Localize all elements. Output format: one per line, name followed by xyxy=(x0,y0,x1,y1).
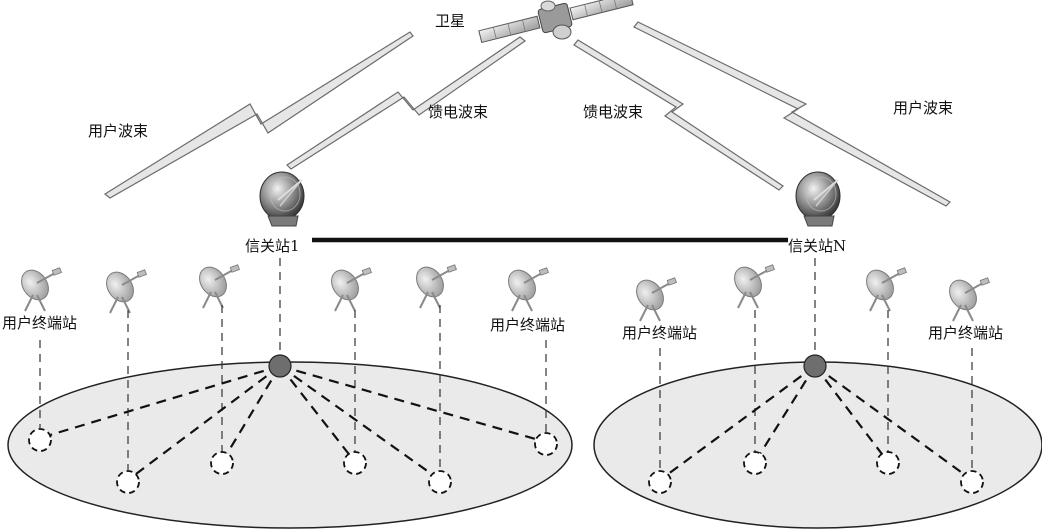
coverage-area-left xyxy=(7,361,573,529)
satellite-icon xyxy=(478,0,634,44)
hub-node-left xyxy=(268,354,292,378)
terminal-node xyxy=(743,451,767,475)
terminal-drop-lines-left xyxy=(39,305,547,470)
user-beam-left xyxy=(103,31,414,199)
terminal-dish-icon xyxy=(192,261,241,309)
terminal-node xyxy=(960,470,984,494)
terminal-label: 用户终端站 xyxy=(622,324,697,342)
terminal-dish-icon xyxy=(727,261,776,309)
user-beam-right xyxy=(633,21,951,207)
terminal-node xyxy=(876,451,900,475)
terminal-node xyxy=(648,470,672,494)
gateway-n-label: 信关站N xyxy=(788,237,846,255)
terminal-drop-lines-right xyxy=(659,310,973,470)
terminal-node xyxy=(343,451,367,475)
terminal-dish-icon xyxy=(14,264,63,312)
hub-links-left xyxy=(39,364,547,481)
terminal-node xyxy=(534,432,558,456)
hub-links-right xyxy=(659,365,973,481)
feeder-beam-left-label: 馈电波束 xyxy=(428,103,488,121)
terminal-dish-icon xyxy=(942,274,991,322)
terminal-node xyxy=(210,451,234,475)
coverage-area-right xyxy=(593,361,1042,529)
feeder-beam-right-label: 馈电波束 xyxy=(583,103,643,121)
terminal-node xyxy=(428,470,452,494)
terminal-dish-icon xyxy=(99,266,148,314)
user-beam-right-label: 用户波束 xyxy=(893,99,953,117)
gateway-1-dish-icon xyxy=(259,171,305,227)
terminal-label: 用户终端站 xyxy=(2,314,77,332)
terminal-label: 用户终端站 xyxy=(490,316,565,334)
terminal-dish-icon xyxy=(859,264,908,312)
feeder-beam-left xyxy=(286,36,527,170)
terminal-dish-icon xyxy=(501,264,550,312)
gateway-n-dish-icon xyxy=(795,171,841,227)
user-beam-left-label: 用户波束 xyxy=(88,122,148,140)
terminal-node xyxy=(116,470,140,494)
gateway-1-label: 信关站1 xyxy=(245,237,300,255)
satellite-label: 卫星 xyxy=(435,12,465,30)
feeder-beam-right xyxy=(573,39,784,191)
hub-node-right xyxy=(803,354,827,378)
terminal-label: 用户终端站 xyxy=(928,324,1003,342)
terminal-dish-icon xyxy=(409,261,458,309)
terminal-dish-icon xyxy=(324,264,373,312)
terminal-node xyxy=(28,428,52,452)
terminal-dish-icon xyxy=(629,274,678,322)
